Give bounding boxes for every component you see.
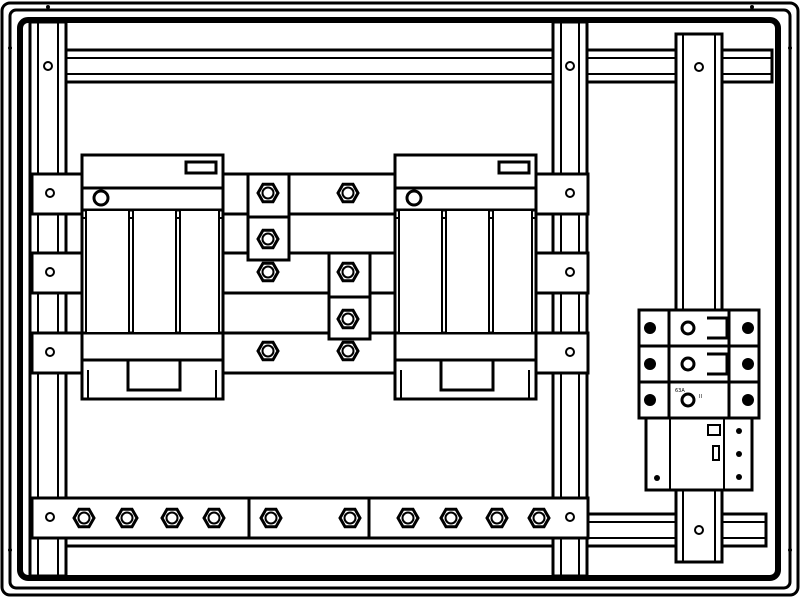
hex-nut-icon: [256, 340, 280, 362]
frame-screw-icon: [788, 46, 792, 50]
hex-nut-icon: [259, 507, 283, 529]
frame-screw-icon: [8, 548, 12, 552]
rcd-terminal-block: [637, 308, 761, 420]
hex-nut-icon: [160, 507, 184, 529]
hex-nut-icon: [396, 507, 420, 529]
rcd-body: [644, 414, 754, 492]
frame-screw-icon: [788, 548, 792, 552]
hex-nut-icon: [336, 182, 360, 204]
hex-nut-icon: [256, 182, 280, 204]
frame-screw-icon: [8, 46, 12, 50]
terminal-block-group: [30, 496, 590, 540]
circuit-breaker-right: [393, 153, 538, 401]
circuit-breaker-left: [80, 153, 225, 401]
hex-nut-icon: [72, 507, 96, 529]
din-rail-left: [28, 20, 68, 578]
hex-nut-icon: [527, 507, 551, 529]
hex-nut-icon: [439, 507, 463, 529]
rcd-mark-label: II: [699, 394, 702, 400]
din-rail-middle: [551, 20, 589, 578]
hex-nut-icon: [202, 507, 226, 529]
hex-nut-icon: [485, 507, 509, 529]
hex-nut-icon: [115, 507, 139, 529]
junction-blocks: [246, 172, 372, 362]
hex-nut-icon: [336, 261, 360, 283]
din-rail-top: [30, 48, 774, 84]
frame-screw-icon: [750, 5, 754, 9]
frame-screw-icon: [46, 5, 50, 9]
hex-nut-icon: [256, 228, 280, 250]
rcd-toggle-icon: [712, 445, 720, 461]
hex-nut-icon: [338, 507, 362, 529]
rcd-module: 63A II: [637, 308, 761, 492]
rcd-test-icon: [707, 424, 721, 436]
rcd-rating-label: 63A: [675, 388, 685, 394]
hex-nut-icon: [336, 308, 360, 330]
hex-nut-icon: [256, 261, 280, 283]
hex-nut-icon: [336, 340, 360, 362]
